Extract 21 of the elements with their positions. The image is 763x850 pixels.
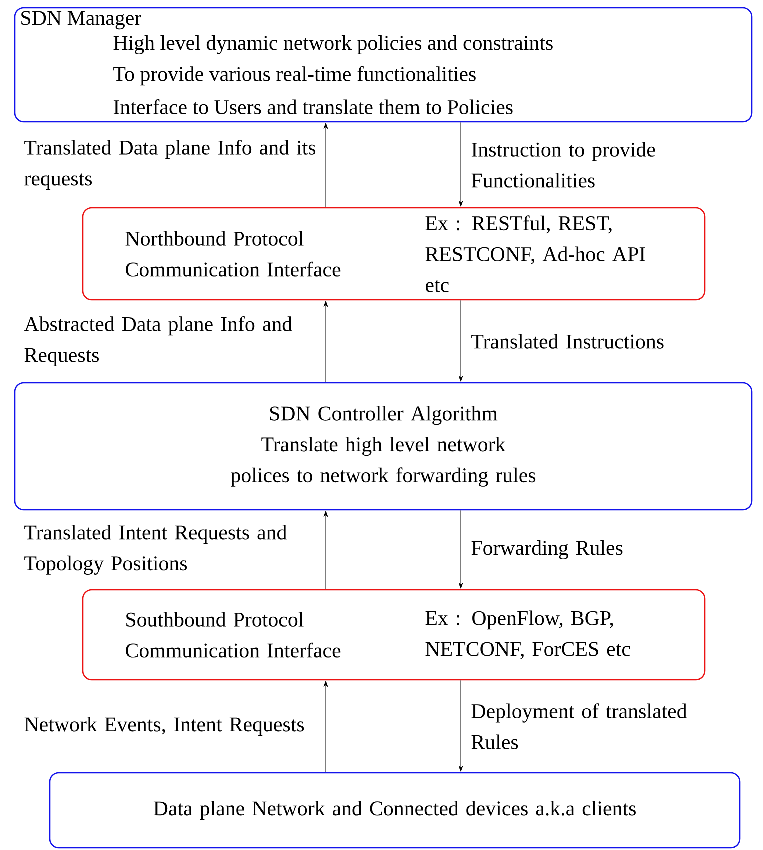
- edge-label: Translated Intent Requests and Topology Positions: [24, 525, 287, 575]
- arrow: [458, 680, 464, 772]
- edge-label: Network Events, Intent Requests: [24, 717, 304, 736]
- layer-box: SDN Controller Algorithm Translate high level network polices to network forwarding rules: [14, 382, 753, 511]
- arrow: [458, 122, 464, 207]
- edge-label: Forwarding Rules: [472, 540, 623, 560]
- edge-label: Instruction to provide Functionalities: [472, 142, 656, 188]
- arrow: [324, 123, 328, 208]
- arrow: [458, 510, 464, 589]
- manager-box: SDN Manager High level dynamic network policies and constraints To provide various real-time functionalities Interface to Users and translate them to Policies: [14, 7, 753, 123]
- layer-box: Data plane Network and Connected devices a.k.a clients: [49, 772, 741, 849]
- edge-label: Translated Data plane Info and its requests: [24, 140, 316, 190]
- arrow: [458, 300, 464, 382]
- edge-label: Translated Instructions: [472, 334, 664, 349]
- arrow: [324, 511, 328, 590]
- edge-label: Deployment of translated Rules: [472, 704, 688, 750]
- edge-label: Abstracted Data plane Info and Requests: [24, 316, 292, 367]
- protocol-box: Northbound Protocol Communication Interface Ex : RESTful, REST, RESTCONF, Ad-hoc API etc: [82, 207, 706, 301]
- arrow: [324, 301, 328, 383]
- arrow: [324, 681, 328, 773]
- protocol-box: Southbound Protocol Communication Interface Ex : OpenFlow, BGP, NETCONF, ForCES etc: [82, 589, 706, 681]
